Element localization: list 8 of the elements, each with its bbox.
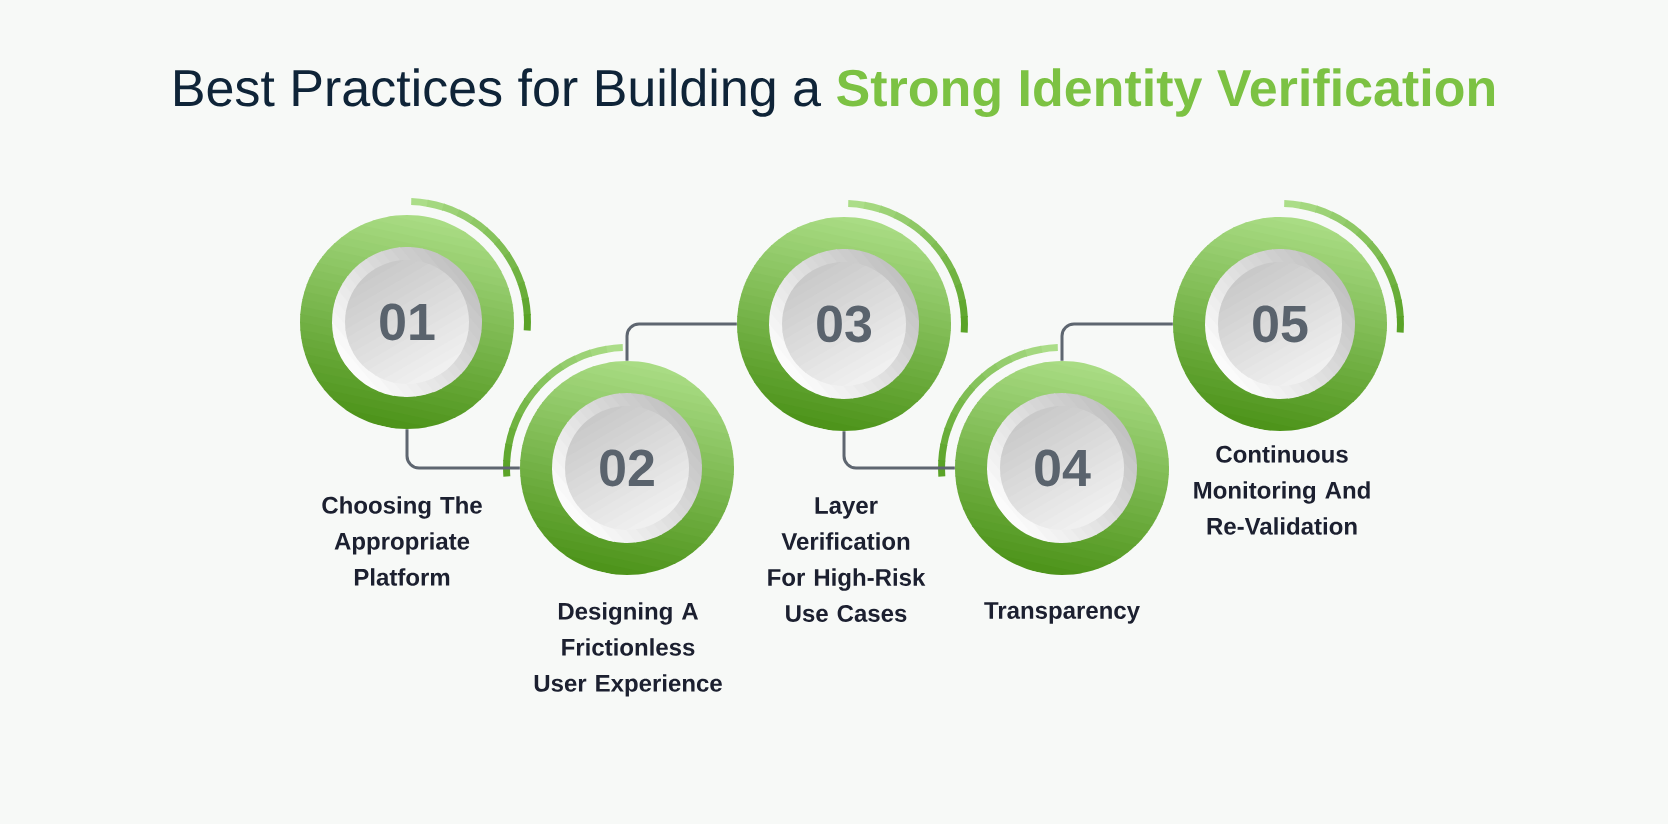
title: Best Practices for Building a Strong Identity Verification <box>175 68 1494 117</box>
step-caption: Transparency <box>984 602 1140 624</box>
connector-line <box>405 429 520 470</box>
step-caption: Layer Verification For High-Risk Use Cases <box>768 497 926 622</box>
step-caption: Choosing The Appropriate Platform <box>322 496 482 586</box>
step-caption: Designing A Frictionless User Experience <box>534 602 722 697</box>
step-caption: Continuous Monitoring And Re-Validation <box>1194 445 1370 535</box>
connector-line <box>842 431 955 470</box>
